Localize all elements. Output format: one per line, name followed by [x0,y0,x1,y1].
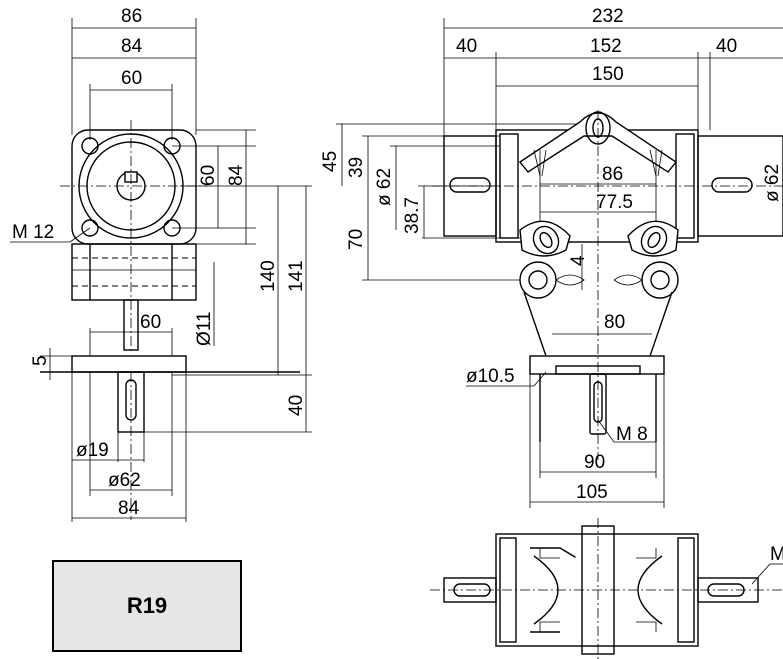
dim-h38-7: 38.7 [402,197,423,234]
dim-232: 232 [592,6,624,27]
dim-77-5: 77.5 [596,192,633,213]
dim-m-top: M [770,544,783,565]
dim-60: 60 [121,68,142,89]
dim-40-left: 40 [456,36,477,57]
dim-84: 84 [121,36,143,57]
dim-d10-5: ø10.5 [466,366,515,387]
dim-h141: 141 [286,260,307,292]
dim-shaft-dia: Ø11 [194,311,215,346]
top-view: M [430,518,783,659]
front-view: 232 40 152 40 150 45 39 ø 62 38.7 70 [320,6,783,508]
dim-base60: 60 [140,312,161,333]
dim-86-front: 86 [602,164,623,185]
dim-d62: ø62 [108,470,141,491]
dim-h45: 45 [320,151,341,172]
dim-flange5: 5 [30,355,51,366]
model-label: R19 [126,593,168,618]
model-label-box: R19 [52,560,242,652]
dim-h60: 60 [198,165,219,186]
dim-105: 105 [576,482,608,503]
dim-m12: M 12 [12,222,54,243]
side-view: 86 84 60 60 84 M 12 [10,6,312,522]
dim-d62-right: ø 62 [762,164,783,202]
dim-152: 152 [590,36,622,57]
dim-m8: M 8 [616,424,648,445]
dim-d19: ø19 [76,440,109,461]
dim-h84: 84 [226,164,247,186]
dim-86: 86 [121,6,142,27]
dim-b84: 84 [118,498,140,519]
dim-150: 150 [592,64,624,85]
dim-h140: 140 [258,260,279,292]
dim-h39: 39 [346,157,367,178]
dim-90: 90 [584,452,605,473]
dim-v4: 4 [568,255,589,266]
dim-h40: 40 [286,395,307,416]
dim-40-right: 40 [716,36,737,57]
dim-80: 80 [604,312,625,333]
dim-h70: 70 [346,229,367,250]
dim-d62-left: ø 62 [374,168,395,206]
